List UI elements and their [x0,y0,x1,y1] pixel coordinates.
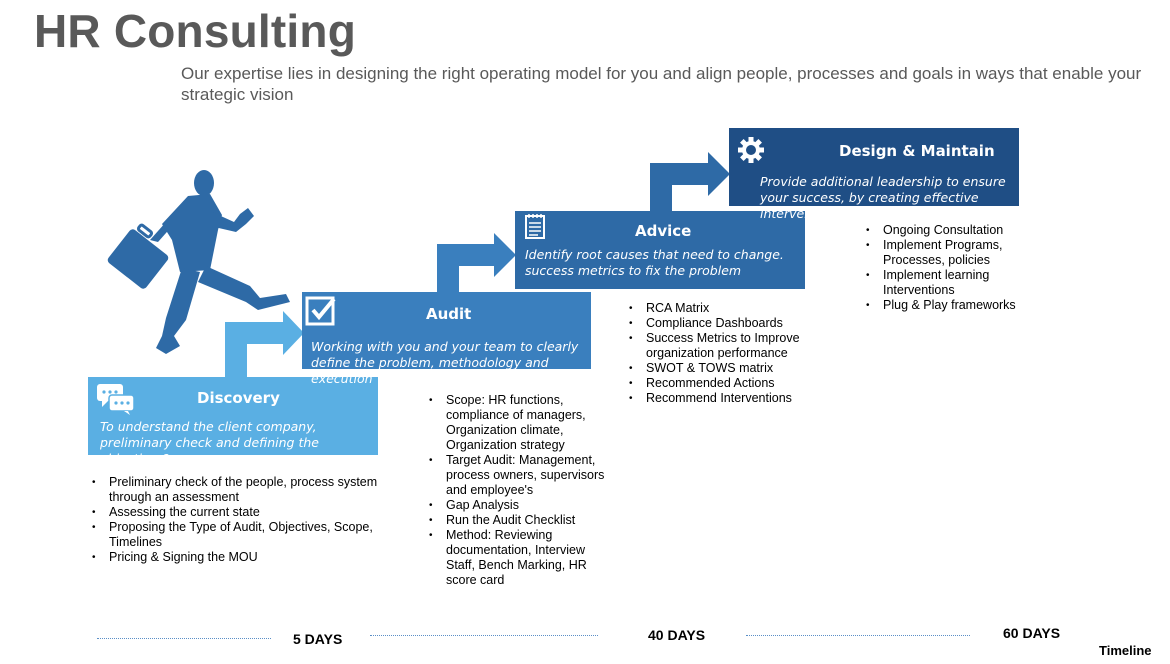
stage-advice-box: Advice Identify root causes that need to… [515,211,805,289]
timeline-divider [746,635,970,636]
discovery-bullet-list: Preliminary check of the people, process… [90,475,390,565]
stage-advice-description: Identify root causes that need to change… [525,247,784,278]
arrow-discovery-to-audit [225,311,304,377]
gear-icon [738,137,764,163]
checkbox-icon [305,296,336,326]
list-item: Proposing the Type of Audit, Objectives,… [90,520,390,550]
stage-advice-title: Advice [635,222,692,240]
page-title: HR Consulting [34,5,356,57]
timeline-divider [370,635,598,636]
stage-design-title: Design & Maintain [839,142,995,160]
list-item: RCA Matrix [627,301,827,316]
stage-design-description: Provide additional leadership to ensure … [760,174,1006,221]
list-item: Target Audit: Management, process owners… [427,453,617,498]
timeline-divider [97,638,271,639]
audit-bullet-list: Scope: HR functions, compliance of manag… [427,393,617,588]
list-item: SWOT & TOWS matrix [627,361,827,376]
list-item: Recommended Actions [627,376,827,391]
design-bullet-list: Ongoing Consultation Implement Programs,… [864,223,1024,313]
stage-discovery-title: Discovery [197,389,280,407]
stage-discovery-description: To understand the client company, prelim… [100,419,319,466]
timeline-mark-60-days: 60 DAYS [1003,625,1061,641]
list-item: Plug & Play frameworks [864,298,1024,313]
list-item: Scope: HR functions, compliance of manag… [427,393,617,453]
page-subtitle: Our expertise lies in designing the righ… [181,64,1142,104]
notepad-icon [525,214,545,239]
arrow-advice-to-design [650,152,730,211]
timeline-label: Timeline [1099,643,1152,658]
list-item: Gap Analysis [427,498,617,513]
stage-audit-title: Audit [426,305,472,323]
list-item: Assessing the current state [90,505,390,520]
advice-bullet-list: RCA Matrix Compliance Dashboards Success… [627,301,827,406]
list-item: Compliance Dashboards [627,316,827,331]
list-item: Success Metrics to Improve organization … [627,331,827,361]
chat-bubbles-icon [97,384,135,415]
stage-audit-description: Working with you and your team to clearl… [311,339,579,386]
list-item: Pricing & Signing the MOU [90,550,390,565]
stage-discovery-box: Discovery To understand the client compa… [88,377,378,466]
arrow-audit-to-advice [437,233,516,292]
stage-design-box: Design & Maintain Provide additional lea… [729,128,1019,221]
list-item: Preliminary check of the people, process… [90,475,390,505]
list-item: Recommend Interventions [627,391,827,406]
list-item: Implement Programs, Processes, policies [864,238,1024,268]
running-businessman-figure [107,170,290,354]
stage-audit-box: Audit Working with you and your team to … [302,292,591,386]
list-item: Implement learning Interventions [864,268,1024,298]
list-item: Ongoing Consultation [864,223,1024,238]
timeline-mark-40-days: 40 DAYS [648,627,706,643]
timeline-mark-5-days: 5 DAYS [293,631,343,647]
list-item: Method: Reviewing documentation, Intervi… [427,528,617,588]
list-item: Run the Audit Checklist [427,513,617,528]
